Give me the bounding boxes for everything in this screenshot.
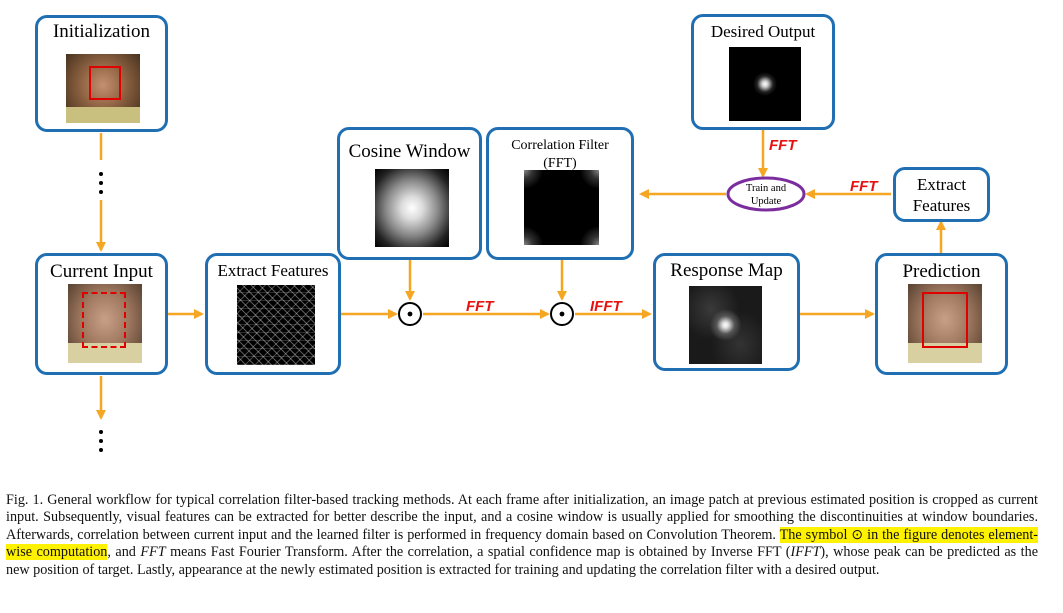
ellipsis-dots-top	[99, 172, 103, 194]
current-input-title: Current Input	[50, 261, 153, 282]
connector-layer: FFT IFFT FFT FFT Train and Update	[96, 130, 946, 452]
correlation-filter-title-line2: (FFT)	[543, 156, 577, 171]
desired-output-image	[729, 47, 801, 121]
hog-features-image	[237, 285, 315, 365]
odot-symbol-1	[398, 302, 422, 326]
response-map-image	[689, 286, 762, 364]
correlation-filter-image	[524, 170, 599, 245]
figure-caption: Fig. 1. General workflow for typical cor…	[6, 492, 1039, 579]
cosine-window-box: Cosine Window	[337, 127, 482, 260]
caption-part2: , and	[107, 544, 141, 561]
fft-label-1: FFT	[466, 298, 495, 315]
odot-symbol-2	[550, 302, 574, 326]
ifft-label: IFFT	[590, 298, 623, 315]
response-map-box: Response Map	[653, 253, 800, 371]
target-bbox-dashed	[82, 292, 126, 348]
prediction-title: Prediction	[902, 261, 981, 282]
caption-part3: means Fast Fourier Transform. After the …	[165, 544, 791, 561]
extract-features-box: Extract Features	[205, 253, 341, 375]
response-map-title: Response Map	[670, 260, 783, 281]
train-label-line1: Train and	[746, 183, 787, 194]
cosine-window-title: Cosine Window	[348, 141, 471, 162]
correlation-filter-title-line1: Correlation Filter	[511, 138, 609, 153]
current-input-box: Current Input	[35, 253, 168, 375]
extract-features-2-line2: Features	[912, 196, 971, 215]
desired-output-box: Desired Output	[691, 14, 835, 130]
extract-features-2-line1: Extract	[916, 175, 967, 194]
cosine-window-image	[375, 169, 449, 247]
caption-ifft-word: IFFT	[790, 544, 821, 561]
train-label-line2: Update	[751, 196, 782, 207]
face-image-current	[68, 284, 142, 363]
desired-output-title: Desired Output	[710, 22, 816, 41]
train-update-ellipse	[726, 176, 806, 212]
ellipsis-dots-bottom	[99, 430, 103, 452]
prediction-box: Prediction	[875, 253, 1008, 375]
target-bbox-solid	[922, 292, 968, 348]
face-image-prediction	[908, 284, 982, 363]
initialization-box: Initialization	[35, 15, 168, 132]
correlation-filter-box: Correlation Filter (FFT)	[486, 127, 634, 260]
extract-features-title: Extract Features	[217, 261, 329, 280]
fft-label-desired: FFT	[769, 137, 798, 154]
target-bbox	[89, 66, 121, 100]
caption-part1: Fig. 1. General workflow for typical cor…	[6, 492, 1038, 543]
caption-fft-word: FFT	[140, 544, 166, 561]
fft-label-extract: FFT	[850, 178, 879, 195]
extract-features-2-box: Extract Features	[893, 167, 990, 222]
initialization-title: Initialization	[52, 21, 151, 42]
caption-part4: ), whose peak can be predicted as the ne…	[6, 544, 1038, 578]
face-image-initial	[66, 54, 140, 123]
